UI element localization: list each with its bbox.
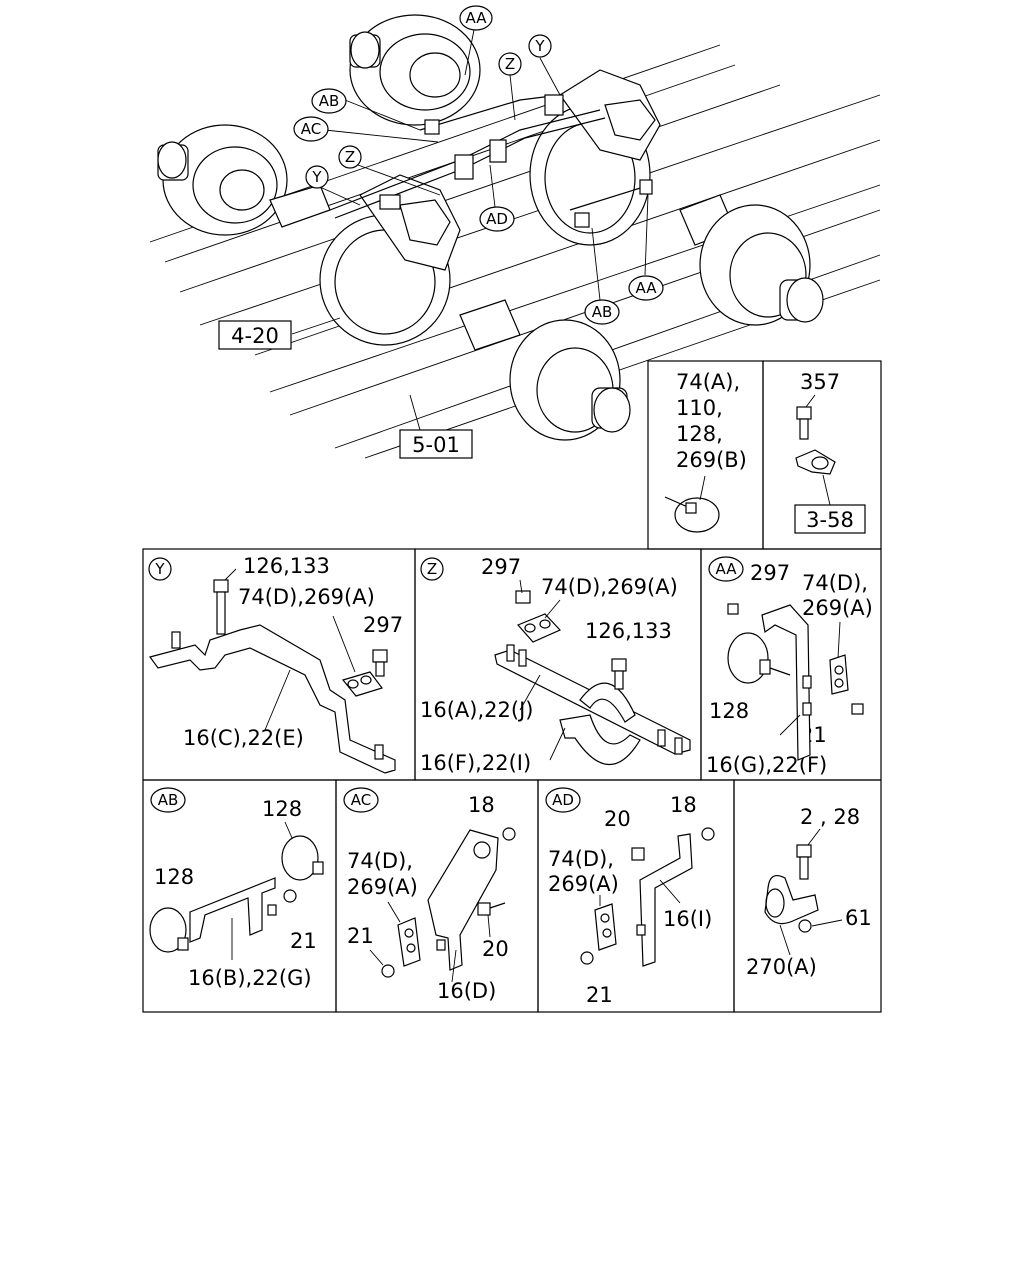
svg-text:74(D),269(A): 74(D),269(A) (238, 585, 375, 609)
svg-text:21: 21 (290, 929, 317, 953)
svg-text:20: 20 (604, 807, 631, 831)
svg-text:74(A),: 74(A), (676, 370, 740, 394)
callout-aa-right: AA (628, 275, 664, 301)
hub-rear-right (699, 204, 824, 326)
svg-text:16(C),22(E): 16(C),22(E) (183, 726, 304, 750)
y-bracket-drawing (149, 568, 396, 774)
svg-text:AA: AA (636, 279, 658, 297)
callout-y-top: Y (528, 34, 552, 58)
axle-assembly-illustration (149, 14, 881, 459)
svg-text:269(A): 269(A) (347, 875, 418, 899)
svg-text:128: 128 (262, 797, 302, 821)
svg-text:AA: AA (716, 560, 738, 578)
svg-text:297: 297 (750, 561, 790, 585)
svg-text:AB: AB (319, 92, 340, 110)
svg-text:AD: AD (486, 210, 508, 228)
detail-ad: AD 20 18 74(D), 269(A) 16(I) 21 (537, 779, 735, 1013)
svg-text:16(B),22(G): 16(B),22(G) (188, 966, 312, 990)
ref-box-axle-front: 4-20 (218, 320, 292, 350)
bolt-icon (796, 394, 816, 440)
cable-tie-icon (664, 475, 720, 533)
svg-text:128: 128 (154, 865, 194, 889)
detail-y: Y 126,133 74(D),269(A) 297 16(C),22(E) (142, 548, 416, 781)
svg-text:3-58: 3-58 (806, 508, 854, 532)
clip-icon (795, 449, 836, 506)
svg-text:269(A): 269(A) (802, 596, 873, 620)
clamp-drawing (764, 828, 843, 956)
svg-text:74(D),: 74(D), (548, 847, 614, 871)
hub-front-right (509, 319, 631, 441)
svg-text:18: 18 (670, 793, 697, 817)
detail-aa: AA 297 74(D), 269(A) 128 21 16(G),22(F) (700, 548, 882, 781)
svg-text:297: 297 (481, 555, 521, 579)
svg-text:16(A),22(J): 16(A),22(J) (420, 698, 533, 722)
svg-text:126,133: 126,133 (243, 554, 330, 578)
svg-text:2 , 28: 2 , 28 (800, 805, 860, 829)
svg-text:270(A): 270(A) (746, 955, 817, 979)
svg-text:21: 21 (586, 983, 613, 1007)
svg-text:74(D),269(A): 74(D),269(A) (541, 575, 678, 599)
callout-ab-top: AB (311, 88, 347, 114)
svg-text:128,: 128, (676, 422, 723, 446)
ab-bracket-drawing (149, 821, 324, 960)
callout-ac-top: AC (293, 116, 329, 142)
ad-bracket-drawing (580, 827, 715, 967)
detail-ac: AC 18 74(D), 269(A) 21 20 16(D) (335, 779, 539, 1013)
callout-aa-top: AA (459, 5, 493, 31)
svg-text:AD: AD (552, 791, 574, 809)
svg-text:AB: AB (592, 303, 613, 321)
aa-bracket-drawing (727, 603, 864, 761)
svg-text:Z: Z (505, 55, 515, 73)
callout-ad: AD (479, 206, 515, 232)
svg-text:18: 18 (468, 793, 495, 817)
callout-z-left: Z (338, 145, 362, 169)
svg-text:AC: AC (351, 791, 371, 809)
svg-text:128: 128 (709, 699, 749, 723)
svg-text:16(F),22(I): 16(F),22(I) (420, 751, 531, 775)
ref-box-clip: 3-58 (794, 504, 866, 534)
svg-text:Y: Y (154, 560, 165, 578)
callout-ab-bottom: AB (584, 299, 620, 325)
hub-top-left (349, 14, 481, 126)
hub-front-left (157, 124, 288, 236)
svg-text:5-01: 5-01 (412, 433, 460, 457)
svg-text:AC: AC (301, 120, 321, 138)
svg-text:297: 297 (363, 613, 403, 637)
svg-text:269(B): 269(B) (676, 448, 747, 472)
ref-box-axle-rear: 5-01 (399, 429, 473, 459)
callout-z-top: Z (498, 52, 522, 76)
svg-text:357: 357 (800, 370, 840, 394)
svg-text:Y: Y (311, 168, 322, 186)
callout-y-left: Y (305, 165, 329, 189)
svg-text:110,: 110, (676, 396, 723, 420)
detail-clamp: 2 , 28 61 270(A) (733, 779, 882, 1013)
detail-z: Z 297 74(D),269(A) 126,133 16(A),22(J) 1… (414, 548, 702, 781)
svg-text:61: 61 (845, 906, 872, 930)
svg-text:4-20: 4-20 (231, 324, 279, 348)
differential-rear (529, 69, 661, 246)
svg-text:AB: AB (158, 791, 179, 809)
panel-bolt-clip: 357 3-58 (762, 360, 882, 550)
svg-text:16(D): 16(D) (437, 979, 496, 1003)
svg-text:16(I): 16(I) (663, 907, 712, 931)
svg-text:20: 20 (482, 937, 509, 961)
svg-text:16(G),22(F): 16(G),22(F) (706, 753, 827, 777)
panel-ties: 74(A), 110, 128, 269(B) (647, 360, 764, 550)
svg-text:Z: Z (427, 560, 437, 578)
svg-text:AA: AA (466, 9, 488, 27)
ac-bracket-drawing (369, 827, 516, 983)
z-bracket-drawing (494, 579, 691, 765)
svg-text:21: 21 (347, 924, 374, 948)
svg-text:Z: Z (345, 148, 355, 166)
svg-text:74(D),: 74(D), (347, 849, 413, 873)
svg-text:126,133: 126,133 (585, 619, 672, 643)
detail-ab: AB 128 128 21 16(B),22(G) (142, 779, 337, 1013)
svg-text:Y: Y (534, 37, 545, 55)
svg-text:269(A): 269(A) (548, 872, 619, 896)
svg-text:74(D),: 74(D), (802, 571, 868, 595)
